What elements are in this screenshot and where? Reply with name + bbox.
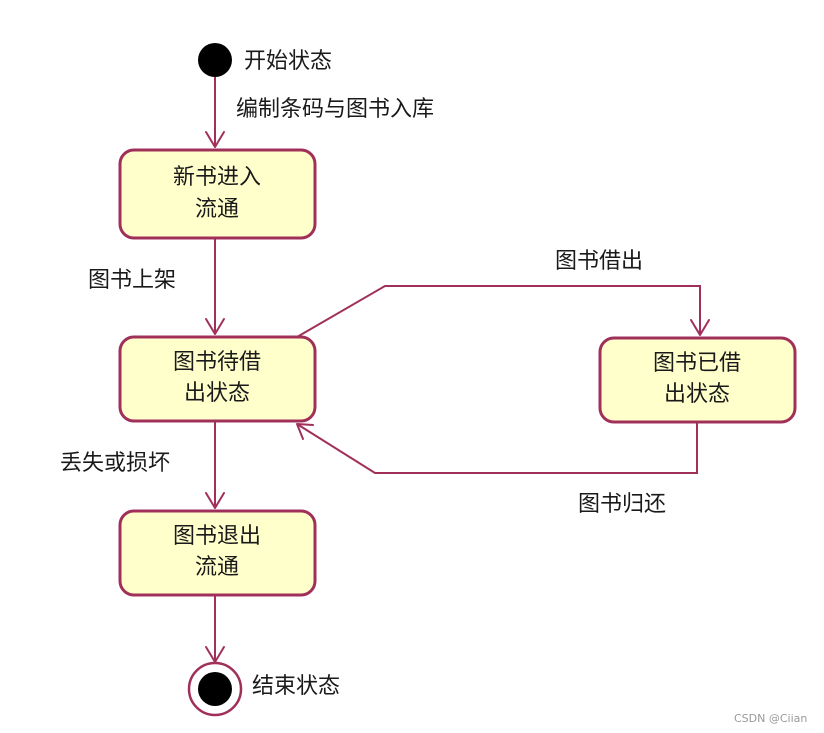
transition-return-label: 图书归还 [578, 492, 666, 517]
arrow-head-withdrawn [205, 492, 225, 509]
state-waiting: 图书待借 出状态 [118, 335, 317, 423]
transition-lost-label: 丢失或损坏 [60, 451, 170, 476]
state-borrowed-line2: 出状态 [664, 382, 730, 407]
state-withdrawn: 图书退出 流通 [118, 509, 317, 597]
start-state-label: 开始状态 [244, 49, 332, 74]
initial-node [198, 43, 232, 77]
state-borrowed-line1: 图书已借 [653, 351, 741, 376]
arrow-head-new [205, 131, 225, 148]
state-waiting-line2: 出状态 [184, 381, 250, 406]
final-node [187, 661, 243, 717]
state-withdrawn-line1: 图书退出 [173, 524, 261, 549]
transition-catalog-label: 编制条码与图书入库 [236, 97, 434, 122]
transition-shelve-label: 图书上架 [88, 268, 176, 293]
state-borrowed: 图书已借 出状态 [598, 336, 797, 424]
state-new-book: 新书进入 流通 [118, 148, 317, 240]
watermark: CSDN @Ciian [734, 712, 807, 725]
end-state-label: 结束状态 [252, 674, 340, 699]
edge-lend [296, 285, 701, 338]
edge-return [296, 422, 698, 474]
transition-lend-label: 图书借出 [555, 249, 643, 274]
arrow-head-return [296, 423, 314, 440]
arrow-head-waiting [205, 318, 225, 335]
arrow-head-borrowed [690, 319, 710, 336]
state-waiting-line1: 图书待借 [173, 350, 261, 375]
state-new-book-line2: 流通 [195, 197, 239, 222]
state-new-book-line1: 新书进入 [173, 165, 261, 190]
state-withdrawn-line2: 流通 [195, 555, 239, 580]
